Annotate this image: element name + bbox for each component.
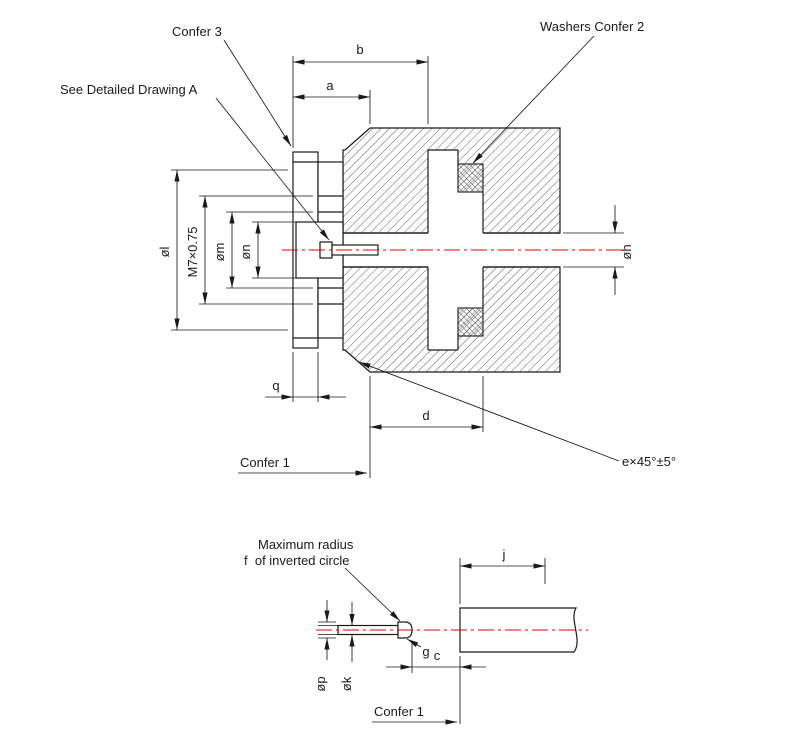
label-confer1-detail: Confer 1 <box>374 704 424 719</box>
leader-max-radius <box>344 567 401 622</box>
groove-lower-slot <box>428 264 458 351</box>
label-dim-j: j <box>502 547 506 562</box>
label-dim-a: a <box>326 78 334 93</box>
detail-leader-lines <box>344 567 422 648</box>
label-dim-d: d <box>422 408 429 423</box>
label-dim-b: b <box>356 42 363 57</box>
centerlines <box>282 249 630 631</box>
label-confer3: Confer 3 <box>172 24 222 39</box>
groove-upper-slot <box>428 149 458 236</box>
main-leader-lines <box>215 35 620 462</box>
main-cross-section: Confer 3 Washers Confer 2 See Detailed D… <box>60 19 676 478</box>
flange-steps <box>293 161 318 339</box>
label-thread-m7: M7×0.75 <box>185 227 200 278</box>
groove-upper-outline <box>343 149 560 234</box>
label-dim-q: q <box>272 378 279 393</box>
leader-chamfer <box>358 361 620 462</box>
washer-lower <box>457 307 484 337</box>
detail-dimension-lines <box>324 563 545 725</box>
leader-confer3 <box>223 39 292 147</box>
label-dia-l: øl <box>157 246 172 257</box>
leader-g <box>406 638 422 648</box>
label-dia-n: øn <box>238 244 253 259</box>
label-max-radius-line2: f of inverted circle <box>244 553 350 568</box>
main-labels: Confer 3 Washers Confer 2 See Detailed D… <box>60 19 676 470</box>
collar-thread-lines <box>318 195 343 305</box>
body-upper-section <box>342 127 561 236</box>
label-see-detail-a: See Detailed Drawing A <box>60 82 198 97</box>
label-dia-p: øp <box>313 676 328 691</box>
detail-view: Maximum radius f of inverted circle j c … <box>244 537 578 725</box>
label-chamfer-e45: e×45°±5° <box>622 454 676 469</box>
body-lower-section <box>342 264 561 373</box>
label-dia-h: øh <box>619 244 634 259</box>
main-dimension-lines <box>174 59 618 476</box>
label-dim-c: c <box>434 648 441 663</box>
groove-lower-outline <box>343 266 560 351</box>
label-dia-m: øm <box>212 243 227 262</box>
groove-lower-pocket <box>458 264 483 310</box>
label-dia-k: øk <box>339 676 354 691</box>
label-max-radius-line1: Maximum radius <box>258 537 354 552</box>
detail-labels: Maximum radius f of inverted circle j c … <box>244 537 506 719</box>
washer-upper <box>457 163 484 193</box>
leader-washers <box>472 35 595 164</box>
leader-detail-a <box>215 97 330 241</box>
groove-upper-pocket <box>458 190 483 236</box>
label-washers-confer2: Washers Confer 2 <box>540 19 644 34</box>
label-dim-g: g <box>422 644 429 659</box>
label-confer1-main: Confer 1 <box>240 455 290 470</box>
